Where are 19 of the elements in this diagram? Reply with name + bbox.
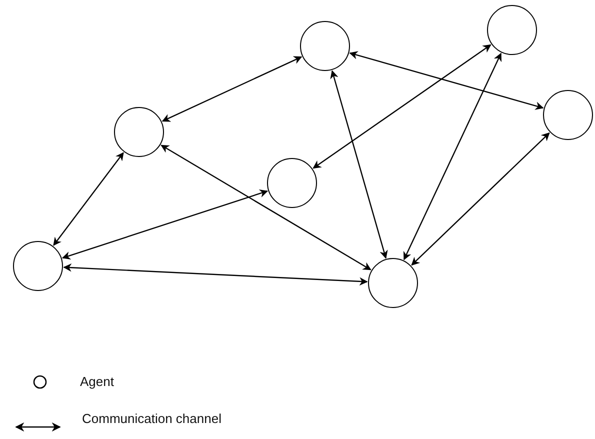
double-arrow <box>403 52 502 260</box>
double-arrow <box>312 44 492 169</box>
double-arrow <box>162 56 302 122</box>
agent-circle <box>543 90 593 140</box>
double-arrow <box>330 70 388 259</box>
double-arrow <box>62 189 268 260</box>
legend-label: Agent <box>80 374 114 390</box>
agent-circle <box>487 5 537 55</box>
agent-circle <box>300 21 350 71</box>
agent-circle <box>368 258 418 308</box>
agent-circle <box>114 107 164 157</box>
agent-circle <box>13 241 63 291</box>
agent-circle <box>267 158 317 208</box>
double-arrow <box>63 263 368 286</box>
double-arrow <box>349 51 544 110</box>
double-arrow <box>160 144 372 270</box>
legend-label: Communication channel <box>82 411 222 427</box>
double-arrow <box>411 132 550 266</box>
double-arrow <box>53 152 124 246</box>
